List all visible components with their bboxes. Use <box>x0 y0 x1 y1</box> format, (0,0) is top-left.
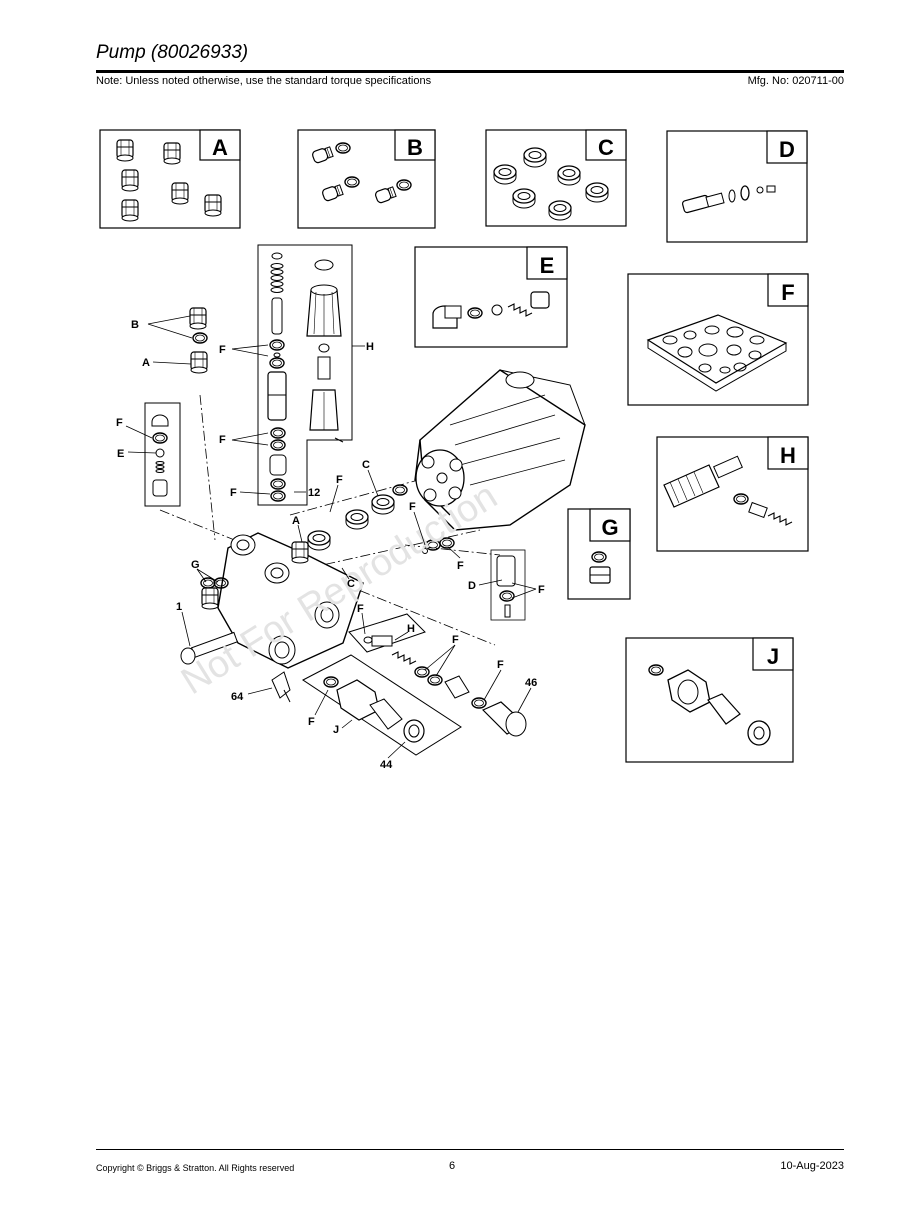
assembly-group-upper <box>257 244 353 506</box>
callout-f: F <box>230 487 237 499</box>
callout-c: C <box>362 459 370 471</box>
kit-box-f: F <box>627 273 809 406</box>
callout-f: F <box>116 417 123 429</box>
kit-letter-g: G <box>601 515 618 540</box>
kit-box-d: D <box>666 130 808 243</box>
callout-12: 12 <box>308 487 320 499</box>
callout-b: B <box>131 319 139 331</box>
header-rule <box>96 70 844 73</box>
torque-note: Note: Unless noted otherwise, use the st… <box>96 75 432 87</box>
assembly-group-h <box>348 613 527 737</box>
left-plug-parts <box>189 307 208 374</box>
mfg-number: Mfg. No: 020711-00 <box>747 75 844 87</box>
callout-j: J <box>333 724 339 736</box>
pump-crankcase <box>414 369 586 531</box>
callout-46: 46 <box>525 677 537 689</box>
kit-letter-a: A <box>212 135 228 160</box>
callout-f: F <box>538 584 545 596</box>
kit-box-c: C <box>485 129 627 227</box>
callout-h: H <box>407 623 415 635</box>
kit-letter-b: B <box>407 135 423 160</box>
callout-e: E <box>117 448 124 460</box>
callout-f: F <box>336 474 343 486</box>
pump-manifold <box>180 532 364 669</box>
callout-c: C <box>347 578 355 590</box>
kit-letter-h: H <box>780 443 796 468</box>
callout-d: D <box>468 580 476 592</box>
exploded-pump-diagram: A B C D E <box>99 129 809 771</box>
callout-h: H <box>366 341 374 353</box>
callout-f: F <box>497 659 504 671</box>
callout-f: F <box>457 560 464 572</box>
callout-f: F <box>219 344 226 356</box>
callout-f: F <box>308 716 315 728</box>
assembly-group-j <box>302 654 462 756</box>
callout-1: 1 <box>176 601 182 613</box>
callout-g: G <box>191 559 200 571</box>
callout-64: 64 <box>231 691 244 703</box>
kit-letter-e: E <box>540 253 555 278</box>
page-number: 6 <box>449 1160 456 1172</box>
kit-box-e: E <box>414 246 568 348</box>
callout-f: F <box>452 634 459 646</box>
kit-box-a: A <box>99 129 241 229</box>
callout-f: F <box>357 603 364 615</box>
kit-letter-d: D <box>779 137 795 162</box>
kit-letter-c: C <box>598 135 614 160</box>
callout-labels: B A F H F E F F 12 F C A F F G D F C 1 F… <box>116 319 545 771</box>
assembly-group-left <box>144 402 181 507</box>
leader-lines <box>125 315 537 759</box>
copyright: Copyright © Briggs & Stratton. All Right… <box>96 1163 295 1173</box>
kit-letter-f: F <box>781 280 794 305</box>
kit-letter-j: J <box>767 644 779 669</box>
callout-a: A <box>142 357 150 369</box>
footer-date: 10-Aug-2023 <box>780 1160 844 1172</box>
callout-f: F <box>409 501 416 513</box>
callout-44: 44 <box>380 759 393 771</box>
callout-a: A <box>292 515 300 527</box>
callout-f: F <box>219 434 226 446</box>
page-title: Pump (80026933) <box>96 42 249 63</box>
kit-box-h: H <box>656 436 809 552</box>
manifold-small-parts <box>200 484 526 703</box>
kit-box-j: J <box>625 637 794 763</box>
footer-rule <box>96 1149 844 1150</box>
kit-box-g: G <box>567 508 631 600</box>
kit-box-b: B <box>297 129 436 229</box>
